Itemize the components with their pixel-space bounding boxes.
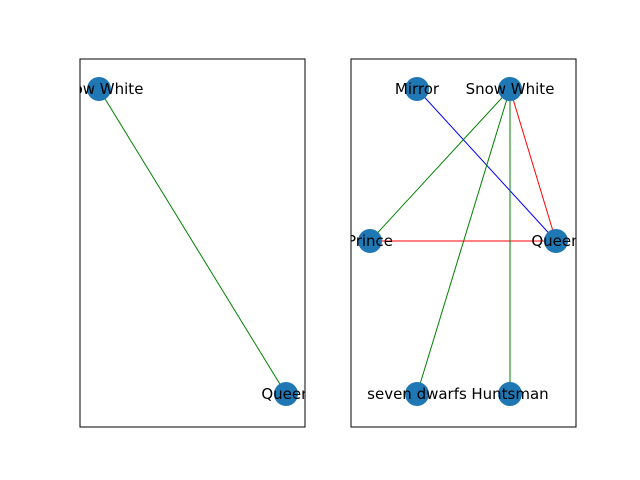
node-label-snow-white: Snow White: [466, 80, 555, 98]
left-graph-edges: [98, 88, 287, 395]
node-label-queen: Queen: [531, 232, 580, 250]
node-snow-white: [498, 77, 522, 101]
edge-snow-white-to-prince: [369, 88, 511, 242]
node-mirror: [405, 77, 429, 101]
right-panel-frame: [350, 58, 577, 428]
node-label-seven-dwarfs: seven dwarfs: [367, 385, 467, 403]
right-graph-edges: [369, 88, 557, 395]
node-snow-white: [87, 77, 111, 101]
node-label-prince: Prince: [347, 232, 393, 250]
left-panel-frame: [79, 58, 306, 428]
node-huntsman: [498, 382, 522, 406]
edge-snow-white-to-seven-dwarfs: [416, 88, 511, 395]
node-label-queen: Queen: [261, 385, 310, 403]
node-queen: [274, 382, 298, 406]
edge-snow-white-to-queen: [98, 88, 287, 395]
node-label-mirror: Mirror: [395, 80, 440, 98]
node-prince: [358, 229, 382, 253]
edge-snow-white-to-queen: [509, 88, 557, 242]
node-label-snow-white: Snow White: [55, 80, 144, 98]
node-label-huntsman: Huntsman: [471, 385, 548, 403]
node-seven-dwarfs: [405, 382, 429, 406]
node-queen: [544, 229, 568, 253]
